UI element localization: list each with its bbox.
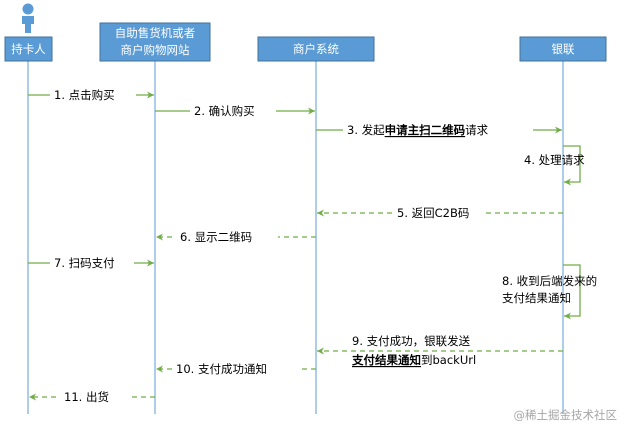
message-label: 8. 收到后端发来的 xyxy=(502,274,597,288)
message-m7: 7. 扫码支付 xyxy=(28,255,154,271)
message-label-part: 4. 处理请求 xyxy=(524,153,585,167)
message-label: 3. 发起申请主扫二维码请求 xyxy=(347,123,489,137)
label-background xyxy=(172,361,298,377)
label-background xyxy=(343,122,533,138)
participant-label: 商户系统 xyxy=(293,42,339,56)
watermark: @稀土掘金技术社区 xyxy=(514,408,618,422)
participant-box xyxy=(4,36,53,62)
participant-box xyxy=(99,22,211,62)
message-m5: 5. 返回C2B码 xyxy=(317,205,563,221)
message-label-part: 8. 收到后端发来的 xyxy=(502,274,597,288)
message-label-part: 10. 支付成功通知 xyxy=(176,362,267,376)
message-label: 7. 扫码支付 xyxy=(54,256,115,270)
participant-label: 银联 xyxy=(552,42,575,56)
participant-cardholder: 持卡人 xyxy=(4,36,53,62)
message-label-part: 申请主扫二维码 xyxy=(385,123,466,137)
message-label: 10. 支付成功通知 xyxy=(176,362,267,376)
message-label: 支付结果通知 xyxy=(502,291,571,305)
label-background xyxy=(50,87,136,103)
message-label-part: 7. 扫码支付 xyxy=(54,256,115,270)
participant-label: 持卡人 xyxy=(11,42,46,56)
participant-merchant: 商户系统 xyxy=(257,36,375,62)
participant-label: 自助售货机或者 xyxy=(115,26,196,40)
label-background xyxy=(393,205,485,221)
message-label: 6. 显示二维码 xyxy=(180,230,252,244)
message-label: 支付结果通知到backUrl xyxy=(351,353,476,367)
message-label: 2. 确认购买 xyxy=(194,104,255,118)
message-label: 11. 出货 xyxy=(64,390,109,404)
message-label-part: 9. 支付成功，银联发送 xyxy=(352,334,471,348)
message-m6: 6. 显示二维码 xyxy=(156,229,316,245)
message-label-part: 支付结果通知 xyxy=(502,291,571,305)
message-label-part: 5. 返回C2B码 xyxy=(397,206,469,220)
message-label-part: 6. 显示二维码 xyxy=(180,230,252,244)
self-message-arrow xyxy=(563,264,581,320)
person-icon xyxy=(22,3,34,33)
message-label: 9. 支付成功，银联发送 xyxy=(352,334,471,348)
message-label: 1. 点击购买 xyxy=(54,88,115,102)
message-label-part: 请求 xyxy=(465,123,488,137)
message-label: 4. 处理请求 xyxy=(524,153,585,167)
label-background xyxy=(50,255,134,271)
label-background xyxy=(60,389,128,405)
message-m10: 10. 支付成功通知 xyxy=(156,361,316,377)
message-m3: 3. 发起申请主扫二维码请求 xyxy=(316,122,562,138)
message-m1: 1. 点击购买 xyxy=(28,87,154,103)
label-background xyxy=(176,229,278,245)
message-label-part: 1. 点击购买 xyxy=(54,88,115,102)
message-label-part: 支付结果通知 xyxy=(351,353,421,367)
message-label-part: 2. 确认购买 xyxy=(194,104,255,118)
message-m2: 2. 确认购买 xyxy=(155,103,315,119)
message-label-part: 到backUrl xyxy=(421,353,476,367)
participant-label: 商户购物网站 xyxy=(121,43,190,57)
message-label: 5. 返回C2B码 xyxy=(397,206,469,220)
participant-box xyxy=(257,36,375,62)
message-m11: 11. 出货 xyxy=(29,389,155,405)
label-background xyxy=(190,103,276,119)
message-m4: 4. 处理请求 xyxy=(524,145,585,186)
participant-box xyxy=(519,36,607,62)
participant-unionpay: 银联 xyxy=(519,36,607,62)
self-message-arrow xyxy=(563,145,581,186)
message-label-part: 11. 出货 xyxy=(64,390,109,404)
message-label-part: 3. 发起 xyxy=(347,123,385,137)
